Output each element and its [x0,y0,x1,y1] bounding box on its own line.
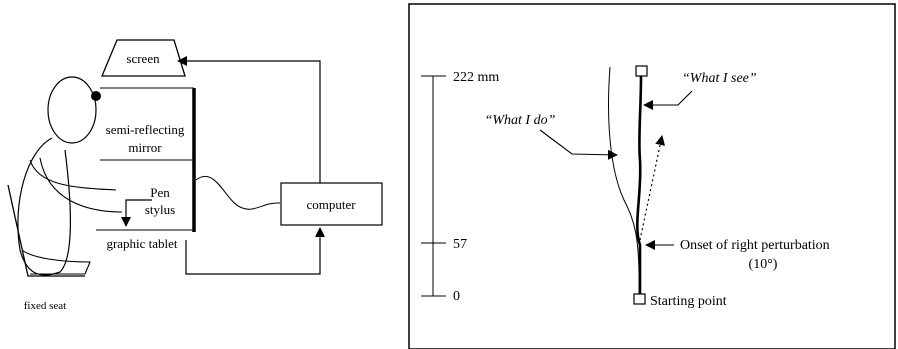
computer-box [280,182,383,226]
computer-to-screen-arrow [177,56,321,183]
screen-shape [101,39,186,77]
seat-label: fixed seat [24,300,66,312]
mirror-label-1: semi-reflecting [106,122,185,137]
setup-panel: screen fixed seat semi-reflecting mirror… [7,39,383,312]
start-square [633,293,646,305]
pen-arrow [121,199,152,227]
screen-label: screen [126,51,160,66]
target-square [635,65,648,77]
intended-direction [639,135,666,241]
what-i-do-label: “What I do” [485,113,556,128]
person-arm-lower [39,157,123,213]
pen-label-2: stylus [145,202,175,217]
scale-label-57: 57 [453,237,467,252]
eye-dot [91,91,101,101]
pen-label-1: Pen [150,185,170,200]
trajectory-panel: 222 mm 57 0 Starting point “What I do” “… [408,3,896,349]
stylus-cable [195,176,281,210]
what-i-see-label: “What I see” [682,71,757,86]
what-i-do-trajectory [608,66,640,295]
start-label: Starting point [650,294,727,309]
what-i-see-pointer [643,90,693,110]
tablet-label: graphic tablet [106,236,177,251]
tablet-to-computer-arrow [185,227,325,275]
onset-label-2: (10°) [749,257,778,272]
fixed-seat-frame [7,184,85,277]
person-arm-upper [29,159,117,191]
person-legs [21,249,91,275]
onset-label-1: Onset of right perturbation [680,238,830,253]
mirror-label-2: mirror [128,140,162,155]
scale-label-222: 222 mm [453,70,499,85]
computer-label: computer [306,197,356,212]
panel-frame [408,3,896,349]
scale-label-0: 0 [453,289,460,304]
what-i-do-pointer [539,129,618,160]
person-head [47,76,97,144]
person-body [17,137,71,276]
what-i-see-trajectory [635,75,643,294]
